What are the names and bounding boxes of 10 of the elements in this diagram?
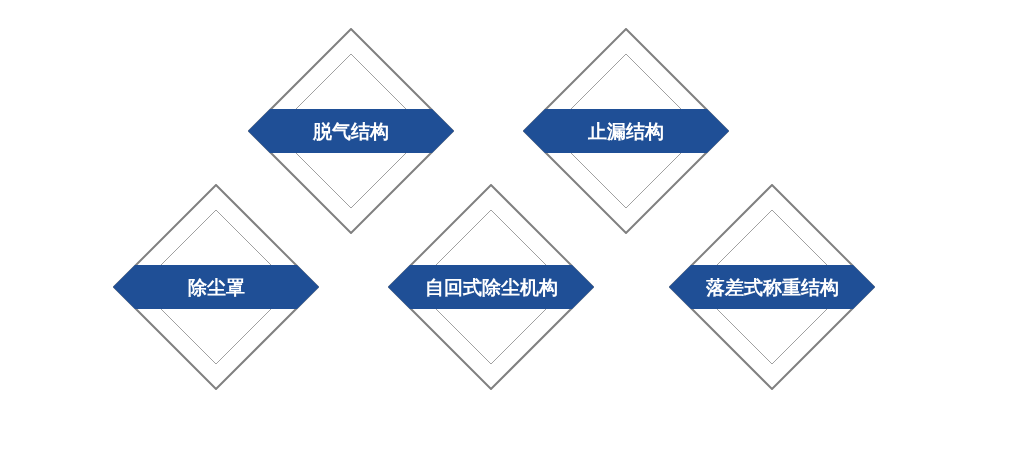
diamond-frame <box>113 184 319 390</box>
diamond-frame <box>669 184 875 390</box>
diamond-frame <box>248 28 454 234</box>
node-label: 落差式称重结构 <box>705 277 839 297</box>
node-label: 脱气结构 <box>313 121 389 141</box>
node-label: 除尘罩 <box>187 277 245 297</box>
diamond-frame <box>523 28 729 234</box>
node-label: 自回式除尘机构 <box>424 277 558 297</box>
node-label: 止漏结构 <box>588 121 664 141</box>
diamond-frame <box>388 184 594 390</box>
